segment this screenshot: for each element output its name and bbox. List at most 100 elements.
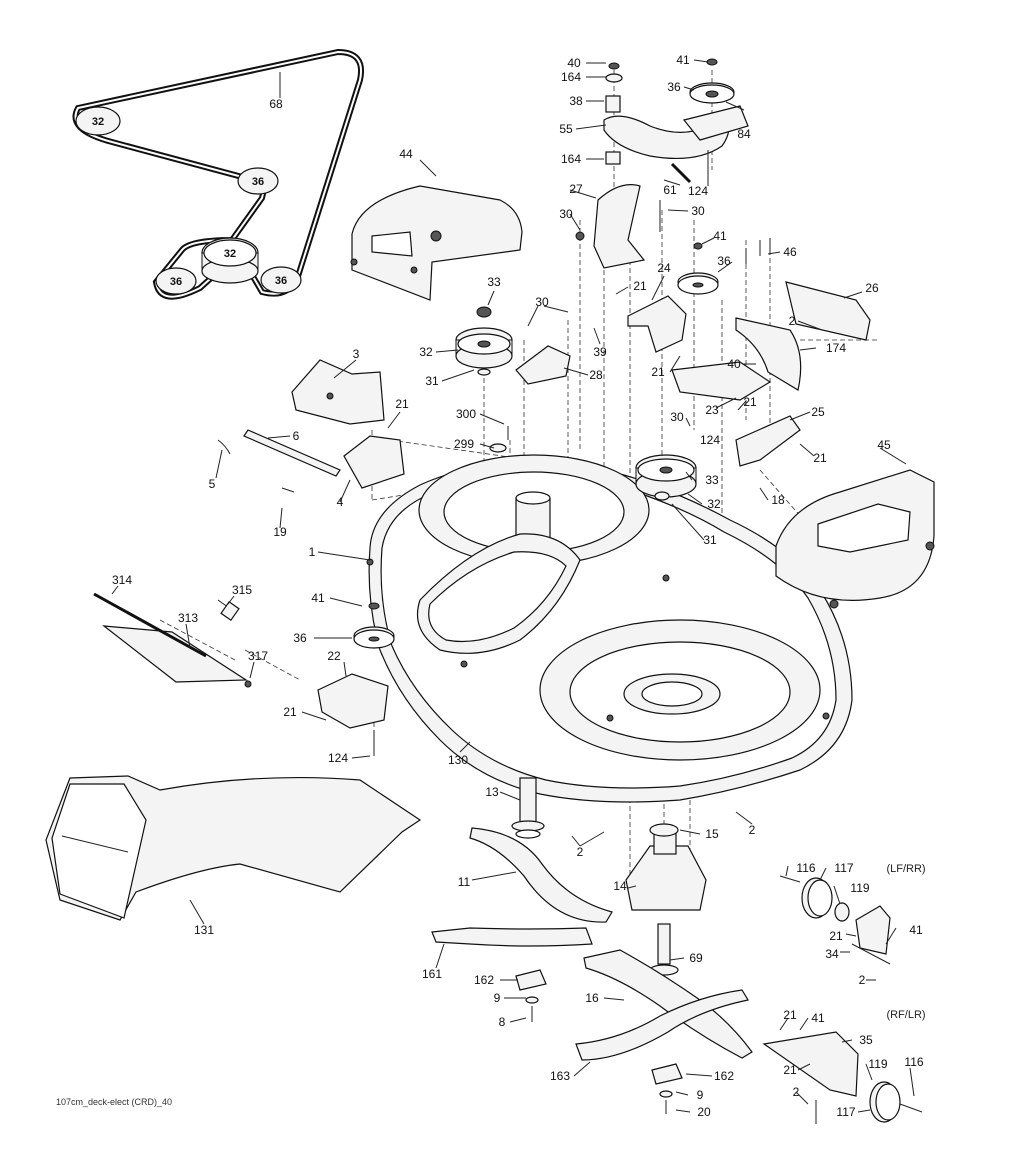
mower-deck bbox=[366, 454, 853, 803]
spindle-housing-14 bbox=[625, 823, 707, 911]
belt-pulley-2: 36 bbox=[237, 167, 279, 195]
callout-30: 30 bbox=[670, 410, 684, 424]
callout-41: 41 bbox=[311, 591, 325, 605]
callout-313: 313 bbox=[178, 611, 198, 625]
callout-8: 8 bbox=[499, 1015, 506, 1029]
callout-30: 30 bbox=[559, 207, 573, 221]
drawing-id: 107cm_deck-elect (CRD)_40 bbox=[56, 1097, 173, 1107]
callout-46: 46 bbox=[783, 245, 797, 259]
gauge-wheel-rear bbox=[762, 1031, 923, 1124]
belt-pulley-label: 32 bbox=[224, 248, 236, 260]
callout-21: 21 bbox=[813, 451, 827, 465]
hardware-blade-16 bbox=[651, 1063, 683, 1114]
belt-pulley-5: 36 bbox=[260, 266, 302, 294]
callout-33: 33 bbox=[487, 275, 501, 289]
spindle-69 bbox=[649, 923, 679, 976]
callout-174: 174 bbox=[826, 341, 846, 355]
hardware-blade-11 bbox=[515, 969, 547, 1022]
callout-22: 22 bbox=[327, 649, 341, 663]
corner-label-rear: (RF/LR) bbox=[886, 1009, 925, 1021]
callout-4: 4 bbox=[337, 495, 344, 509]
callout-1: 1 bbox=[309, 545, 316, 559]
pulley-32-right bbox=[635, 454, 697, 501]
callout-30: 30 bbox=[535, 295, 549, 309]
callout-36: 36 bbox=[667, 80, 681, 94]
callout-36: 36 bbox=[293, 631, 307, 645]
callout-41: 41 bbox=[676, 53, 690, 67]
belt-pulley-3: 32 bbox=[201, 237, 259, 284]
callout-25: 25 bbox=[811, 405, 825, 419]
callout-68: 68 bbox=[269, 97, 283, 111]
callout-9: 9 bbox=[494, 991, 501, 1005]
callout-20: 20 bbox=[697, 1105, 711, 1119]
callout-119: 119 bbox=[868, 1057, 887, 1071]
callout-161: 161 bbox=[422, 967, 442, 981]
callout-164: 164 bbox=[561, 70, 581, 84]
callout-9: 9 bbox=[697, 1088, 704, 1102]
callout-21: 21 bbox=[633, 279, 647, 293]
callout-164: 164 bbox=[561, 152, 581, 166]
callout-15: 15 bbox=[705, 827, 719, 841]
callout-314: 314 bbox=[112, 573, 132, 587]
callout-26: 26 bbox=[865, 281, 879, 295]
callout-23: 23 bbox=[705, 403, 719, 417]
callout-11: 11 bbox=[458, 875, 471, 889]
belt-pulley-4: 36 bbox=[155, 267, 197, 295]
callout-117: 117 bbox=[836, 1105, 855, 1119]
callout-21: 21 bbox=[783, 1008, 797, 1022]
gauge-wheel-front bbox=[779, 875, 891, 965]
bracket-3 bbox=[291, 359, 385, 425]
tension-bracket-27 bbox=[575, 184, 661, 269]
callout-32: 32 bbox=[707, 497, 721, 511]
callout-14: 14 bbox=[613, 879, 627, 893]
blade-11 bbox=[431, 827, 613, 947]
belt-routing-diagram: 32 36 32 36 36 bbox=[72, 48, 364, 300]
callout-24: 24 bbox=[657, 261, 671, 275]
bracket-24 bbox=[627, 295, 687, 353]
callout-61: 61 bbox=[663, 183, 677, 197]
bracket-174 bbox=[735, 317, 802, 391]
callout-131: 131 bbox=[194, 923, 214, 937]
callout-30: 30 bbox=[691, 204, 705, 218]
discharge-chute bbox=[45, 775, 422, 921]
callout-45: 45 bbox=[877, 438, 891, 452]
callout-32: 32 bbox=[419, 345, 433, 359]
callout-19: 19 bbox=[273, 525, 287, 539]
callout-2: 2 bbox=[749, 823, 756, 837]
rod-6 bbox=[217, 429, 341, 493]
belt-pulley-label: 36 bbox=[170, 276, 182, 288]
callout-21: 21 bbox=[283, 705, 297, 719]
callout-21: 21 bbox=[743, 395, 757, 409]
callout-21: 21 bbox=[783, 1063, 797, 1077]
callout-21: 21 bbox=[395, 397, 409, 411]
callout-labels: 40 164 38 55 164 41 36 84 124 61 27 30 3… bbox=[112, 53, 926, 1119]
callout-84: 84 bbox=[737, 127, 751, 141]
callout-5: 5 bbox=[209, 477, 216, 491]
callout-69: 69 bbox=[689, 951, 703, 965]
callout-124: 124 bbox=[688, 184, 708, 198]
callout-38: 38 bbox=[569, 94, 583, 108]
callout-18: 18 bbox=[771, 493, 785, 507]
spindle-13 bbox=[511, 777, 545, 839]
callout-21: 21 bbox=[829, 929, 843, 943]
callout-317: 317 bbox=[248, 649, 268, 663]
callout-28: 28 bbox=[589, 368, 603, 382]
callout-130: 130 bbox=[448, 753, 468, 767]
callout-31: 31 bbox=[703, 533, 717, 547]
blade-16 bbox=[575, 949, 753, 1061]
callout-3: 3 bbox=[353, 347, 360, 361]
callout-124: 124 bbox=[700, 433, 720, 447]
callout-2: 2 bbox=[789, 314, 796, 328]
bolt-299-300 bbox=[489, 426, 509, 453]
callout-41: 41 bbox=[811, 1011, 825, 1025]
callout-6: 6 bbox=[293, 429, 300, 443]
callout-116: 116 bbox=[904, 1055, 923, 1069]
callout-39: 39 bbox=[593, 345, 607, 359]
callout-299: 299 bbox=[454, 437, 474, 451]
callout-162: 162 bbox=[714, 1069, 734, 1083]
belt-cover-right bbox=[775, 469, 935, 609]
belt-pulley-label: 36 bbox=[252, 176, 264, 188]
bracket-22 bbox=[317, 673, 389, 756]
callout-33: 33 bbox=[705, 473, 719, 487]
